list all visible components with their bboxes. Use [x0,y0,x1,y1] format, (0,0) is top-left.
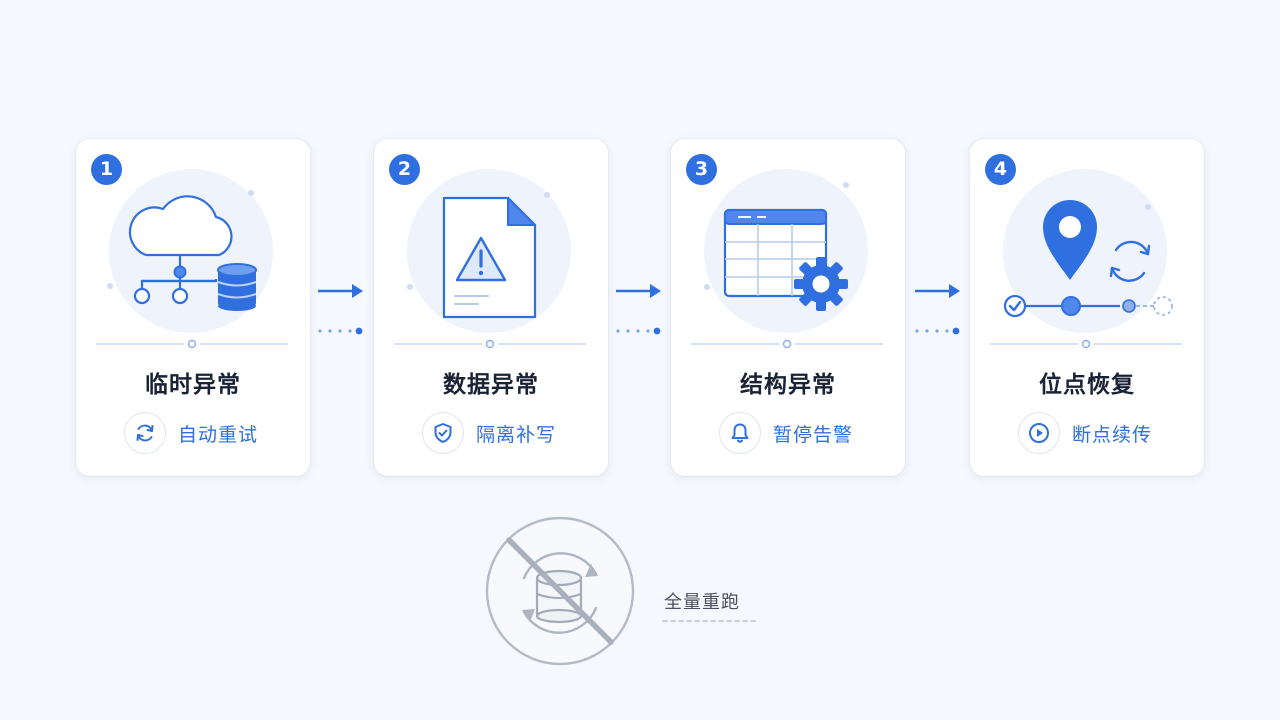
step-card-1: 1 临时异常 自动重试 [76,139,310,476]
arrow-right-icon [318,284,363,335]
step-card-4: 4 位点恢复 断点续传 [970,139,1204,476]
step-card-3: 3 结构异常 暂停告警 [671,139,905,476]
shield-check-icon [422,412,464,454]
step-action-label: 自动重试 [178,423,259,446]
refresh-icon [124,412,166,454]
dashed-divider [662,620,758,622]
step-action: 隔离补写 [422,411,556,455]
step-number-badge: 1 [91,154,122,185]
no-full-rerun-icon [485,516,635,666]
sync-icon [1109,240,1151,282]
cloud-database-icon [96,169,288,349]
step-action: 自动重试 [124,411,258,455]
play-icon [1018,412,1060,454]
step-number-badge: 4 [985,154,1016,185]
step-action-label: 断点续传 [1072,423,1153,446]
arrow-right-icon [915,284,960,335]
step-action-label: 隔离补写 [476,423,557,446]
step-action-label: 暂停告警 [773,423,854,446]
step-number-badge: 2 [389,154,420,185]
avoid-label: 全量重跑 [664,592,740,613]
step-title: 位点恢复 [1039,372,1135,398]
step-action: 断点续传 [1018,411,1152,455]
document-warning-icon [394,169,586,349]
step-action: 暂停告警 [719,411,853,455]
step-number-badge: 3 [686,154,717,185]
location-pin-icon [990,169,1182,349]
bell-icon [719,412,761,454]
step-card-2: 2 数据异常 隔离补写 [374,139,608,476]
step-title: 数据异常 [443,372,539,398]
step-title: 结构异常 [740,372,836,398]
arrow-right-icon [616,284,661,335]
step-title: 临时异常 [145,372,241,398]
table-gear-icon [691,169,883,349]
